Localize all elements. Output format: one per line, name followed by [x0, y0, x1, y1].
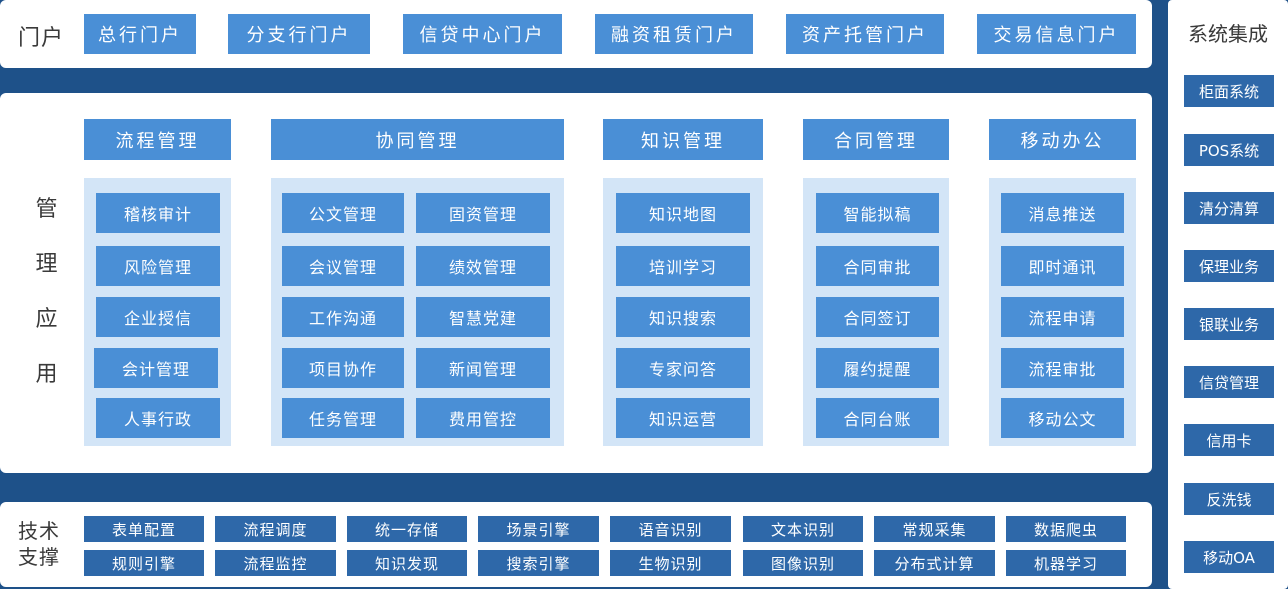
- contract-item[interactable]: 智能拟稿: [816, 193, 939, 233]
- knowledge-item[interactable]: 专家问答: [616, 348, 750, 388]
- mobile-office-item[interactable]: 移动公文: [1001, 398, 1124, 438]
- tech-item[interactable]: 知识发现: [347, 550, 467, 576]
- contract-item[interactable]: 履约提醒: [816, 348, 939, 388]
- column-header-contract[interactable]: 合同管理: [803, 119, 949, 160]
- system-item[interactable]: 移动OA: [1184, 541, 1274, 573]
- collaboration-item[interactable]: 公文管理: [282, 193, 404, 233]
- portal-item-asset-custody[interactable]: 资产托管门户: [786, 14, 944, 54]
- tech-item[interactable]: 统一存储: [347, 516, 467, 542]
- portal-item-head-office[interactable]: 总行门户: [84, 14, 196, 54]
- process-item[interactable]: 企业授信: [96, 297, 220, 337]
- tech-item[interactable]: 机器学习: [1006, 550, 1126, 576]
- tech-item[interactable]: 语音识别: [610, 516, 731, 542]
- portal-item-branch[interactable]: 分支行门户: [228, 14, 370, 54]
- management-label: 管理应用: [35, 197, 59, 387]
- system-item[interactable]: 反洗钱: [1184, 483, 1274, 515]
- tech-item[interactable]: 文本识别: [743, 516, 863, 542]
- process-item[interactable]: 风险管理: [96, 246, 220, 286]
- system-item[interactable]: 柜面系统: [1184, 75, 1274, 107]
- system-item[interactable]: 清分清算: [1184, 192, 1274, 224]
- collaboration-item[interactable]: 新闻管理: [416, 348, 550, 388]
- knowledge-item[interactable]: 知识地图: [616, 193, 750, 233]
- tech-item[interactable]: 表单配置: [84, 516, 204, 542]
- column-header-mobile-office[interactable]: 移动办公: [989, 119, 1136, 160]
- collaboration-item[interactable]: 智慧党建: [416, 297, 550, 337]
- tech-support-label: 技术支撑: [18, 519, 60, 569]
- tech-item[interactable]: 数据爬虫: [1006, 516, 1126, 542]
- knowledge-item[interactable]: 知识搜索: [616, 297, 750, 337]
- mobile-office-item[interactable]: 即时通讯: [1001, 246, 1124, 286]
- collaboration-item[interactable]: 绩效管理: [416, 246, 550, 286]
- portal-label: 门户: [18, 26, 65, 51]
- process-item[interactable]: 会计管理: [94, 348, 218, 388]
- tech-item[interactable]: 规则引擎: [84, 550, 204, 576]
- tech-item[interactable]: 场景引擎: [478, 516, 599, 542]
- system-item[interactable]: 信用卡: [1184, 424, 1274, 456]
- knowledge-item[interactable]: 知识运营: [616, 398, 750, 438]
- system-item[interactable]: 保理业务: [1184, 250, 1274, 282]
- process-item[interactable]: 稽核审计: [96, 193, 220, 233]
- contract-item[interactable]: 合同签订: [816, 297, 939, 337]
- contract-item[interactable]: 合同审批: [816, 246, 939, 286]
- tech-item[interactable]: 搜索引擎: [478, 550, 599, 576]
- portal-item-credit-center[interactable]: 信贷中心门户: [403, 14, 562, 54]
- system-item[interactable]: POS系统: [1184, 134, 1274, 166]
- tech-item[interactable]: 流程监控: [215, 550, 336, 576]
- tech-item[interactable]: 图像识别: [743, 550, 863, 576]
- collaboration-item[interactable]: 工作沟通: [282, 297, 404, 337]
- collaboration-item[interactable]: 任务管理: [282, 398, 404, 438]
- portal-item-financial-leasing[interactable]: 融资租赁门户: [595, 14, 753, 54]
- column-header-collaboration[interactable]: 协同管理: [271, 119, 564, 160]
- tech-item[interactable]: 流程调度: [215, 516, 336, 542]
- knowledge-item[interactable]: 培训学习: [616, 246, 750, 286]
- collaboration-item[interactable]: 费用管控: [416, 398, 550, 438]
- mobile-office-item[interactable]: 流程审批: [1001, 348, 1124, 388]
- system-integration-title: 系统集成: [1188, 22, 1268, 46]
- tech-item[interactable]: 分布式计算: [874, 550, 995, 576]
- system-item[interactable]: 银联业务: [1184, 308, 1274, 340]
- collaboration-item[interactable]: 固资管理: [416, 193, 550, 233]
- portal-item-trading-info[interactable]: 交易信息门户: [977, 14, 1136, 54]
- process-item[interactable]: 人事行政: [96, 398, 220, 438]
- contract-item[interactable]: 合同台账: [816, 398, 939, 438]
- mobile-office-item[interactable]: 消息推送: [1001, 193, 1124, 233]
- collaboration-item[interactable]: 项目协作: [282, 348, 404, 388]
- column-header-knowledge[interactable]: 知识管理: [603, 119, 763, 160]
- collaboration-item[interactable]: 会议管理: [282, 246, 404, 286]
- tech-item[interactable]: 常规采集: [874, 516, 995, 542]
- tech-item[interactable]: 生物识别: [610, 550, 731, 576]
- column-header-process[interactable]: 流程管理: [84, 119, 231, 160]
- mobile-office-item[interactable]: 流程申请: [1001, 297, 1124, 337]
- system-item[interactable]: 信贷管理: [1184, 366, 1274, 398]
